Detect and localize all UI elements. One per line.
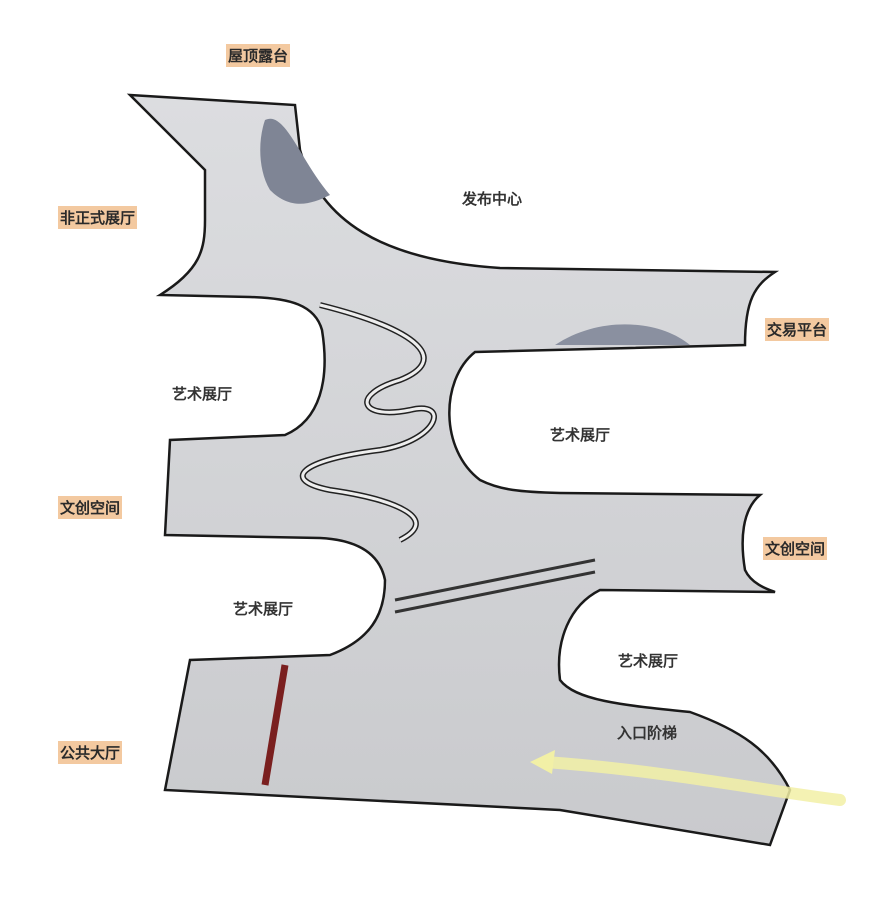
label-art-gallery: 艺术展厅: [618, 652, 679, 670]
dark-void: [260, 118, 330, 204]
label-creative-space-right: 文创空间: [763, 537, 828, 560]
escalator: [394, 558, 596, 614]
entrance-arrowhead: [530, 750, 555, 774]
label-informal-gallery: 非正式展厅: [58, 206, 138, 229]
label-art-gallery: 艺术展厅: [233, 600, 294, 618]
entrance-arrow: [539, 756, 846, 806]
human-figure: [261, 664, 289, 786]
label-launch-center: 发布中心: [462, 190, 523, 208]
label-art-gallery: 艺术展厅: [550, 426, 611, 444]
label-roof-terrace: 屋顶露台: [226, 44, 291, 67]
label-art-gallery: 艺术展厅: [172, 385, 233, 403]
section-outline: [126, 93, 792, 847]
label-creative-space-left: 文创空间: [58, 496, 123, 519]
spiral-ramp-inner: [301, 303, 436, 542]
label-entrance-stairs: 入口阶梯: [617, 724, 678, 742]
dark-void: [555, 324, 690, 345]
label-trading-platform: 交易平台: [765, 318, 830, 341]
label-public-hall: 公共大厅: [58, 741, 123, 764]
